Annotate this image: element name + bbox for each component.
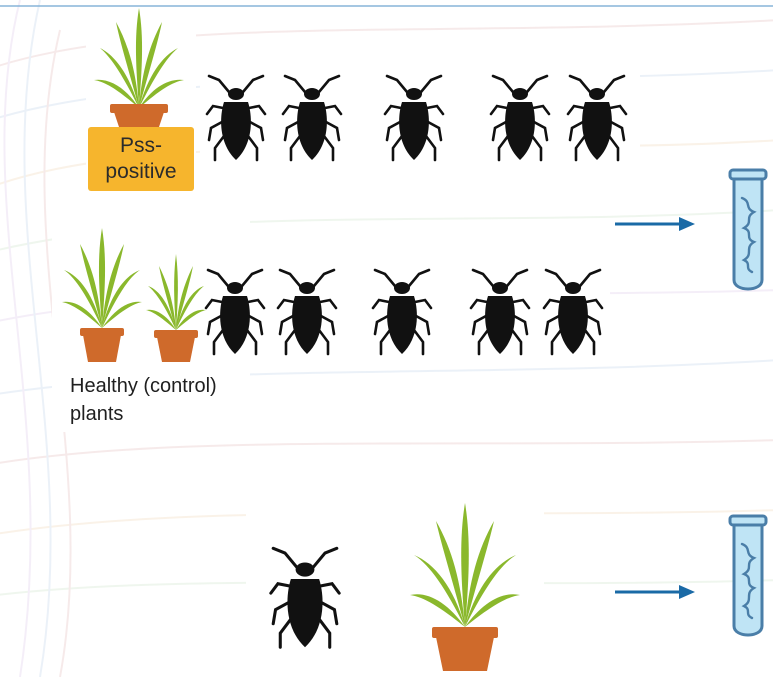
pss-positive-label: Pss- positive [88,127,194,191]
planthopper-icon [276,268,338,358]
planthopper-icon [205,74,267,164]
planthopper-icon [383,74,445,164]
healthy-control-label-line1: Healthy (control) [70,372,250,400]
planthopper-icon [204,268,266,358]
plant-icon [146,254,206,364]
planthopper-icon [371,268,433,358]
arrow-right-icon [615,214,695,234]
plant-icon [62,228,142,364]
planthopper-icon [542,268,604,358]
plant-icon [94,8,184,128]
healthy-control-label: Healthy (control) plants [70,372,250,428]
planthopper-icon [268,546,342,652]
planthopper-icon [281,74,343,164]
test-tube-icon [724,168,772,296]
pss-positive-label-line2: positive [88,159,194,185]
pss-positive-label-line1: Pss- [88,133,194,159]
planthopper-icon [489,74,551,164]
plant-icon [410,503,520,673]
arrow-right-icon [615,582,695,602]
planthopper-icon [469,268,531,358]
healthy-control-label-line2: plants [70,400,250,428]
test-tube-icon [724,514,772,642]
planthopper-icon [566,74,628,164]
